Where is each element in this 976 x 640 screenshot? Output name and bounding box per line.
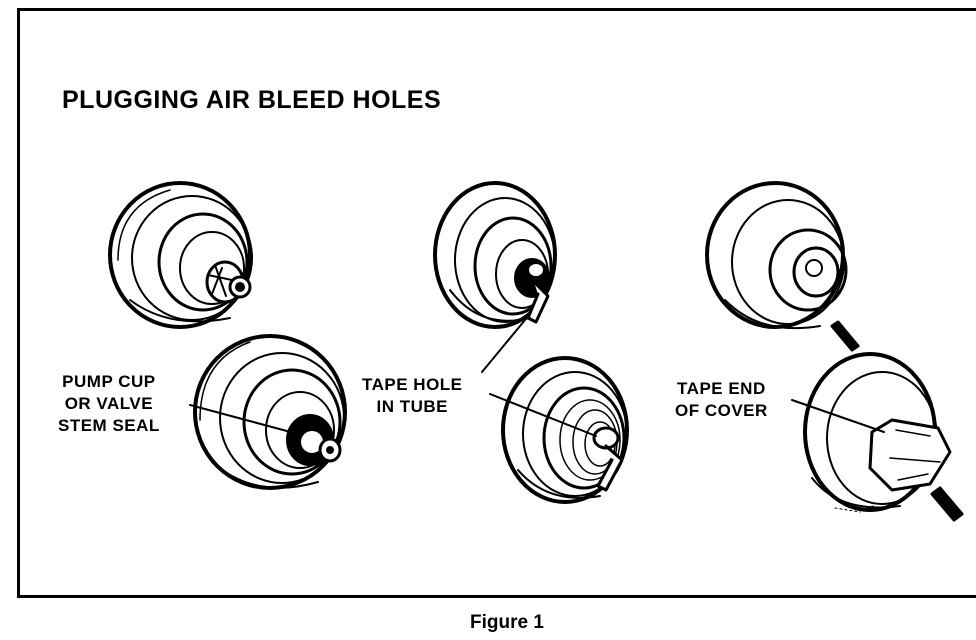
callout-line: TAPE HOLE [362, 375, 463, 394]
pump-unit-1-top [108, 181, 253, 329]
pump-unit-1-bottom [189, 334, 347, 490]
diagram-title: PLUGGING AIR BLEED HOLES [62, 86, 442, 114]
figure-caption: Figure 1 [470, 612, 544, 633]
pump-unit-3-top [705, 181, 860, 352]
diagram-frame [17, 8, 976, 598]
callout-tape-end: TAPE END OF COVER [675, 378, 768, 422]
callout-line: OR VALVE [64, 394, 154, 413]
pump-unit-2-bottom [489, 356, 629, 504]
callout-line: STEM SEAL [58, 416, 160, 435]
callout-line: IN TUBE [376, 397, 449, 416]
pump-unit-3-bottom [791, 352, 964, 522]
callout-line: PUMP CUP [62, 372, 156, 391]
pump-unit-2-top [433, 181, 557, 373]
callout-pump-cup: PUMP CUP OR VALVE STEM SEAL [58, 371, 160, 437]
callout-tape-hole: TAPE HOLE IN TUBE [362, 374, 463, 418]
callout-line: TAPE END [677, 379, 766, 398]
callout-line: OF COVER [675, 401, 768, 420]
